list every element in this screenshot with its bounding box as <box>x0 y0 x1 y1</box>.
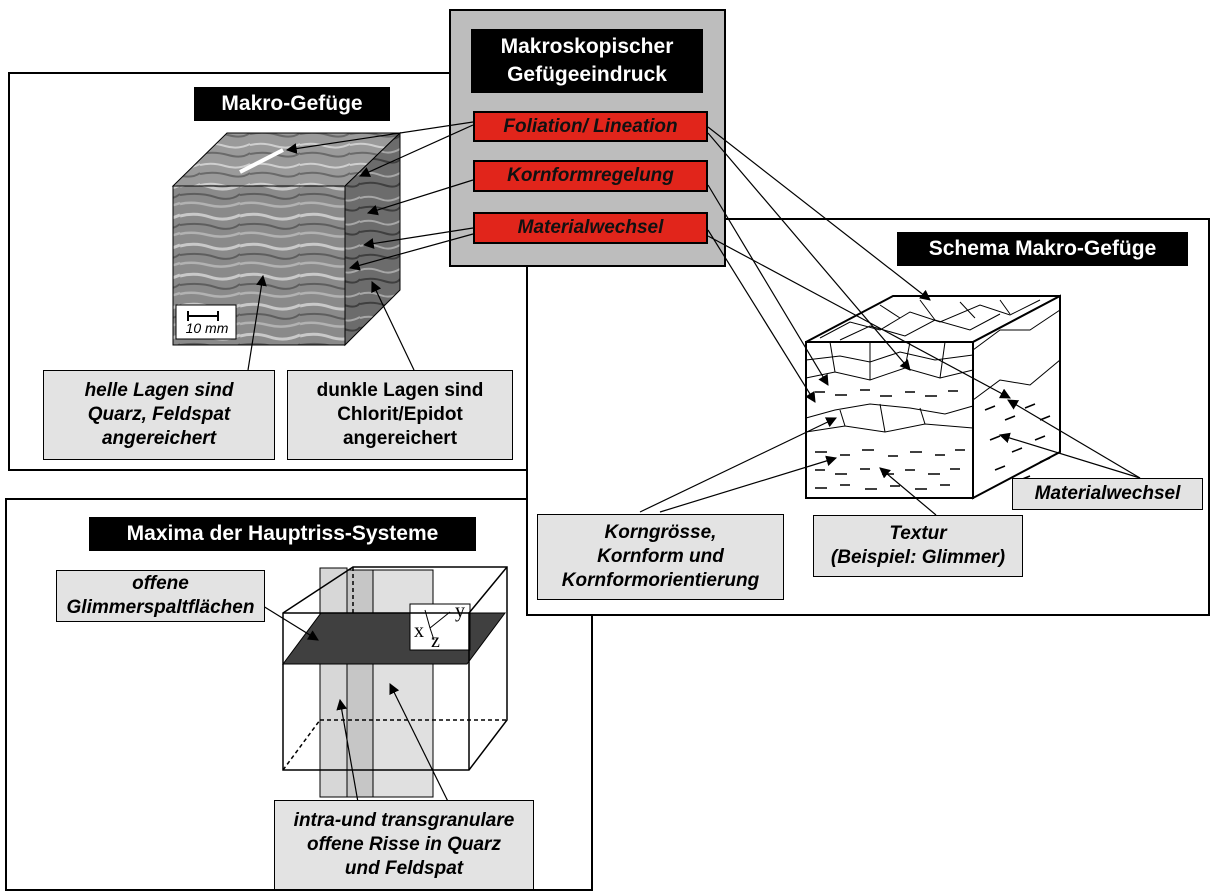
helle-lagen-line: Quarz, Feldspat <box>87 404 231 425</box>
gefuegeeindruck-title: Makroskopischer Gefügeeindruck <box>471 29 703 93</box>
korngroesse-label: Korngrösse, Kornform und Kornformorienti… <box>537 514 784 600</box>
dunkle-lagen-line: Chlorit/Epidot <box>337 404 463 425</box>
helle-lagen-line: angereichert <box>101 428 217 449</box>
offene-glimmer-label: offene Glimmerspaltflächen <box>56 570 265 622</box>
korngroesse-line: Korngrösse, <box>604 522 717 543</box>
offene-glimmer-line: offene <box>132 573 189 594</box>
maxima-title-text: Maxima der Hauptriss-Systeme <box>126 522 439 545</box>
axis-z-label: z <box>431 630 440 652</box>
schema-title-text: Schema Makro-Gefüge <box>928 237 1157 260</box>
materialwechsel-label: Materialwechsel <box>517 217 664 238</box>
foliation-lineation-label: Foliation/ Lineation <box>503 115 678 137</box>
dunkle-lagen-line: angereichert <box>342 428 458 449</box>
offene-glimmer-line: Glimmerspaltflächen <box>66 597 255 618</box>
textur-label: Textur (Beispiel: Glimmer) <box>813 515 1023 577</box>
korngroesse-line: Kornform und <box>597 546 724 567</box>
axis-y-label: y <box>455 600 465 622</box>
materialwechsel-schema-label: Materialwechsel <box>1012 478 1203 510</box>
materialwechsel-schema-text: Materialwechsel <box>1034 483 1181 504</box>
risse-line: offene Risse in Quarz <box>307 834 501 855</box>
makro-gefuege-title: Makro-Gefüge <box>194 87 390 121</box>
textur-line: Textur <box>889 523 947 544</box>
maxima-title: Maxima der Hauptriss-Systeme <box>89 517 476 551</box>
axis-x-label: x <box>414 620 424 642</box>
kornformregelung-label: Kornformregelung <box>507 165 674 186</box>
textur-line: (Beispiel: Glimmer) <box>830 547 1006 568</box>
helle-lagen-label: helle Lagen sind Quarz, Feldspat angerei… <box>43 370 275 460</box>
risse-label-full: intra-und transgranulare offene Risse in… <box>274 800 534 890</box>
risse-line: intra-und transgranulare <box>293 810 515 831</box>
dunkle-lagen-line: dunkle Lagen sind <box>316 380 484 401</box>
gefuegeeindruck-title-line1: Makroskopischer <box>500 35 674 58</box>
korngroesse-line: Kornformorientierung <box>561 570 760 591</box>
materialwechsel-box: Materialwechsel <box>473 212 708 244</box>
gefuegeeindruck-title-line2: Gefügeeindruck <box>507 63 667 86</box>
makro-gefuege-title-text: Makro-Gefüge <box>221 92 363 115</box>
scale-label: 10 mm <box>185 320 229 336</box>
foliation-lineation-box: Foliation/ Lineation <box>473 111 708 142</box>
risse-line: und Feldspat <box>344 858 464 879</box>
kornformregelung-box: Kornformregelung <box>473 160 708 192</box>
schema-title: Schema Makro-Gefüge <box>897 232 1188 266</box>
dunkle-lagen-label: dunkle Lagen sind Chlorit/Epidot angerei… <box>287 370 513 460</box>
helle-lagen-line: helle Lagen sind <box>84 380 234 401</box>
